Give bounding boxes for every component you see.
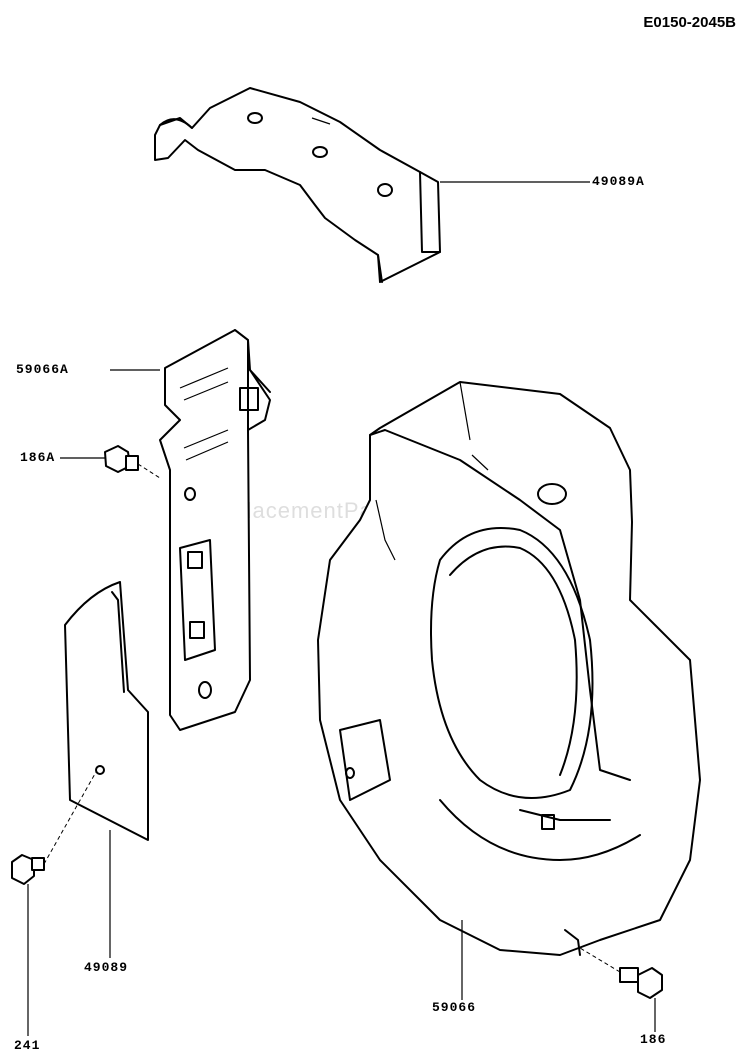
callout-241: 241 (14, 1038, 41, 1053)
callout-186a: 186A (20, 450, 56, 465)
callout-59066a: 59066A (16, 362, 69, 377)
side-plate (159, 329, 271, 731)
callout-59066: 59066 (432, 1000, 477, 1015)
bolt-186a (104, 445, 161, 479)
curved-plate (64, 581, 149, 841)
bolt-186 (579, 947, 663, 999)
small-bolt-241 (11, 771, 97, 885)
diagram-id: E0150-2045B (643, 14, 736, 31)
blower-shroud (317, 381, 701, 956)
top-cover-bracket (154, 87, 441, 283)
leader-lines (27, 181, 656, 1036)
callout-186: 186 (640, 1032, 667, 1047)
callout-49089a: 49089A (592, 174, 645, 189)
callout-49089: 49089 (84, 960, 129, 975)
